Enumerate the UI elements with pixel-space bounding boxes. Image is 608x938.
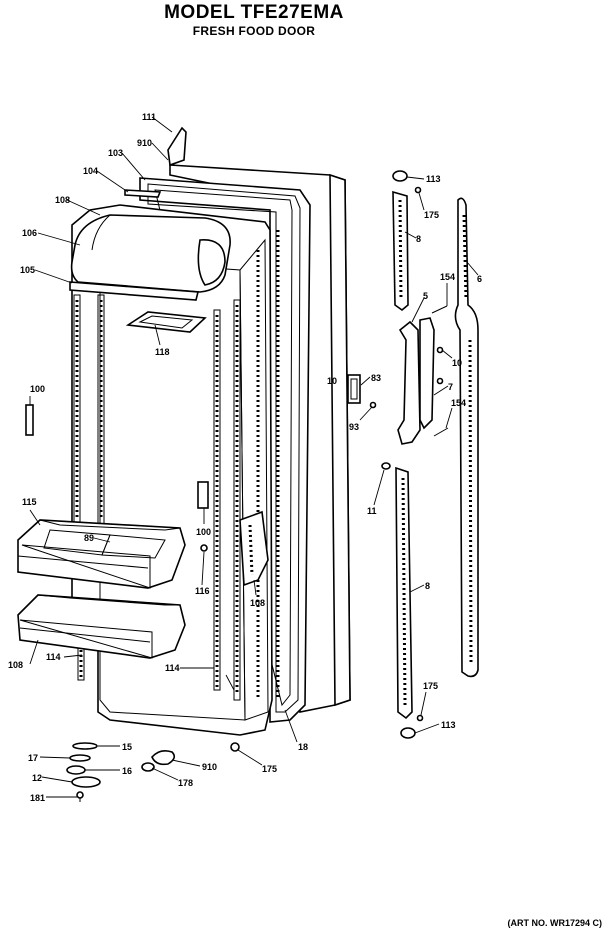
callout-104: 104 — [83, 166, 98, 176]
hinge-hardware — [66, 742, 240, 802]
callout-8-top: 8 — [416, 234, 421, 244]
handle-assembly — [347, 170, 479, 739]
dairy-compartment — [69, 189, 231, 301]
door-bin-upper — [17, 519, 186, 589]
callout-181: 181 — [30, 793, 45, 803]
callout-113-bottom: 113 — [441, 720, 456, 730]
callout-7: 7 — [448, 382, 453, 392]
art-number: (ART NO. WR17294 C) — [507, 918, 602, 928]
callout-12: 12 — [32, 773, 42, 783]
callout-15: 15 — [122, 742, 132, 752]
door-bin-lower — [17, 594, 186, 659]
callout-118: 118 — [155, 347, 170, 357]
shelf-clip-left — [25, 404, 34, 436]
callout-111: 111 — [142, 112, 156, 122]
callout-11: 11 — [367, 506, 377, 516]
section-title: FRESH FOOD DOOR — [192, 24, 316, 38]
callout-18: 18 — [298, 742, 308, 752]
callout-103: 103 — [108, 148, 123, 158]
callout-10-handle: 10 — [452, 358, 462, 368]
callout-114-right: 114 — [165, 663, 180, 673]
callout-108-top: 108 — [55, 195, 70, 205]
callout-910: 910 — [137, 138, 152, 148]
butter-tray — [125, 311, 207, 333]
callout-100-left: 100 — [30, 384, 45, 394]
callout-175-bottom: 175 — [262, 764, 277, 774]
callout-115: 115 — [22, 497, 37, 507]
callout-93: 93 — [349, 422, 359, 432]
callout-154-top: 154 — [440, 272, 455, 282]
callout-114-left: 114 — [46, 652, 61, 662]
callout-100-right: 100 — [196, 527, 211, 537]
model-title: MODEL TFE27EMA — [164, 2, 344, 23]
callout-10-door: 10 — [327, 376, 337, 386]
callout-116: 116 — [195, 586, 210, 596]
leader-lines — [29, 116, 479, 798]
callout-108-bin: 108 — [8, 660, 23, 670]
callout-154-bottom: 154 — [451, 398, 466, 408]
callout-89: 89 — [84, 533, 94, 543]
callout-5: 5 — [423, 291, 428, 301]
callout-16: 16 — [122, 766, 132, 776]
callout-178: 178 — [178, 778, 193, 788]
callout-175-top: 175 — [424, 210, 439, 220]
callout-106: 106 — [22, 228, 37, 238]
callout-175-right: 175 — [423, 681, 438, 691]
callout-17: 17 — [28, 753, 38, 763]
callout-910-bottom: 910 — [202, 762, 217, 772]
callout-83: 83 — [371, 373, 381, 383]
shelf-clip-right — [197, 481, 209, 552]
callout-105: 105 — [20, 265, 35, 275]
callout-6: 6 — [477, 274, 482, 284]
door-outer-panel — [139, 126, 351, 723]
callout-113-top: 113 — [426, 174, 441, 184]
callout-108-mid: 108 — [250, 598, 265, 608]
callout-8-bottom: 8 — [425, 581, 430, 591]
hinge-cover — [239, 510, 269, 587]
callout-labels: 111 910 103 104 108 106 105 118 100 115 … — [8, 112, 482, 803]
